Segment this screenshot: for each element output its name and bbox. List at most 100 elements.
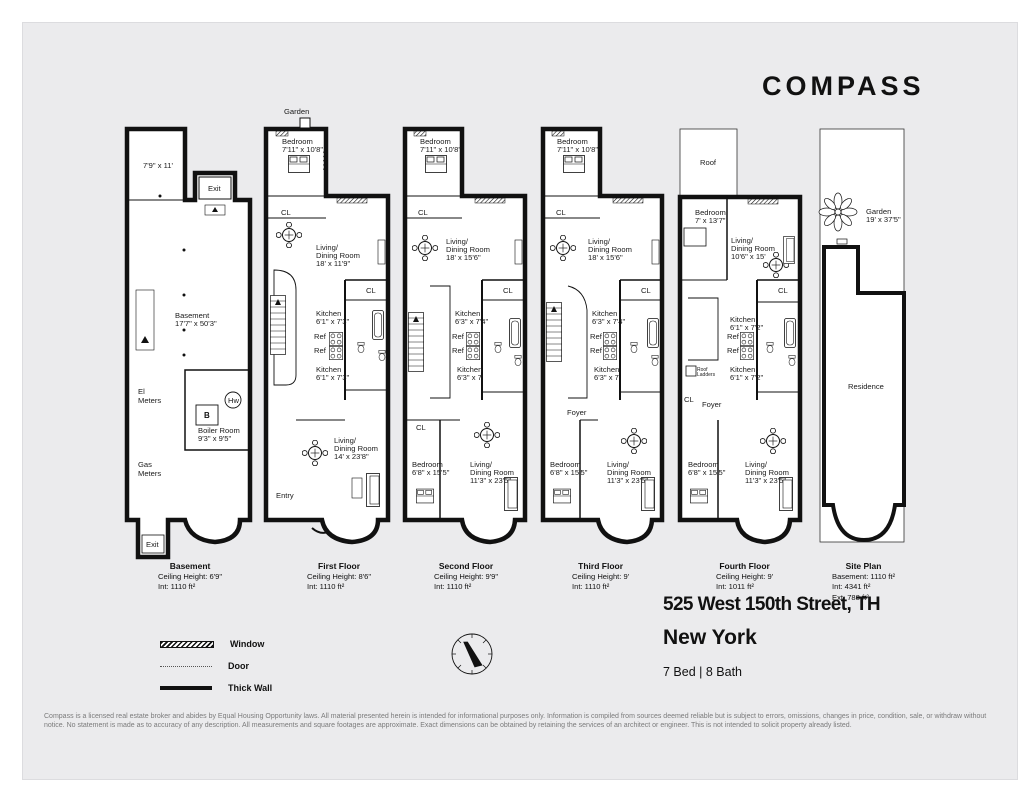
second-floor-room-label: Bedroom bbox=[420, 137, 451, 146]
floor-info-site-plan: Site Plan Basement: 1110 ft² Int: 4341 f… bbox=[832, 561, 895, 603]
basement-room-label: Meters bbox=[138, 469, 161, 478]
third-floor-room-label: 7'11" x 10'8" bbox=[557, 145, 598, 154]
site-plan-label: Residence bbox=[848, 382, 884, 391]
legend-door: Door bbox=[160, 659, 249, 673]
floor-info-basement: Basement Ceiling Height: 6'9" Int: 1110 … bbox=[158, 561, 222, 593]
first-floor-room-label: CL bbox=[366, 286, 376, 295]
basement-room-label: El bbox=[138, 387, 145, 396]
fourth-floor-room-label: CL bbox=[778, 286, 788, 295]
fourth-floor-room-label: Foyer bbox=[702, 400, 722, 409]
fourth-floor-room-label: Living/ bbox=[731, 236, 754, 245]
fourth-floor-room-label: Ref bbox=[727, 332, 740, 341]
site-plan-label: Garden bbox=[866, 207, 891, 216]
second-floor-room-label: 6'3" x 7'4" bbox=[455, 317, 489, 326]
basement-room-label: Hw bbox=[228, 396, 239, 405]
third-floor-room-label: Ref bbox=[590, 346, 603, 355]
third-floor-room-label: Foyer bbox=[567, 408, 587, 417]
fourth-floor-room-label: 6'1" x 7'2" bbox=[730, 373, 764, 382]
third-floor-room-label: Bedroom bbox=[557, 137, 588, 146]
second-floor-room-label: Kitchen bbox=[455, 309, 480, 318]
fourth-floor-room-label: Living/ bbox=[745, 460, 768, 469]
legend-wall-label: Thick Wall bbox=[228, 683, 273, 693]
first-floor-room-label: 18' x 11'9" bbox=[316, 259, 350, 268]
floor-info-third-floor: Third Floor Ceiling Height: 9' Int: 1110… bbox=[572, 561, 629, 593]
first-floor-room-label: Ref bbox=[314, 346, 327, 355]
floor-ceiling-height: Ceiling Height: 9' bbox=[716, 571, 774, 581]
thick-wall-swatch bbox=[160, 686, 212, 690]
fourth-floor-room-label: Bedroom bbox=[688, 460, 719, 469]
legend-door-label: Door bbox=[228, 661, 249, 671]
second-floor-room-label: 11'3" x 23'5" bbox=[470, 476, 511, 485]
basement-room-label: Meters bbox=[138, 396, 161, 405]
second-floor-room-label: Dining Room bbox=[470, 468, 514, 477]
third-floor-room-label: 6'3" x 7' bbox=[594, 373, 621, 382]
second-floor-plan: Bedroom 7'11" x 10'8" CL Living/ Dining … bbox=[402, 126, 528, 545]
basement-room-label: Exit bbox=[146, 540, 160, 549]
fourth-floor-room-label: 7' x 13'7" bbox=[695, 216, 726, 225]
floor-interior-area: Int: 1110 ft² bbox=[307, 582, 345, 591]
third-floor-room-label: 11'3" x 23'5" bbox=[607, 476, 648, 485]
third-floor-room-label: 18' x 15'6" bbox=[588, 253, 623, 262]
second-floor-room-label: Kitchen bbox=[457, 365, 482, 374]
basement-room-label: 17'7" x 50'3" bbox=[175, 319, 217, 328]
fourth-floor-room-label: Roof bbox=[697, 367, 708, 373]
window-hatch-swatch bbox=[160, 640, 214, 648]
third-floor-room-label: CL bbox=[556, 208, 566, 217]
basement-room-label: Exit bbox=[208, 184, 222, 193]
third-floor-plan: Bedroom 7'11" x 10'8" CL Living/ Dining … bbox=[540, 126, 665, 545]
first-floor-room-label: 14' x 23'8" bbox=[334, 452, 369, 461]
third-floor-room-label: Bedroom bbox=[550, 460, 581, 469]
legal-disclaimer: Compass is a licensed real estate broker… bbox=[44, 713, 987, 729]
floor-ceiling-height: Ceiling Height: 9'9" bbox=[434, 571, 499, 581]
first-floor-room-label: Kitchen bbox=[316, 309, 341, 318]
site-plan-label: 19' x 37'5" bbox=[866, 215, 901, 224]
first-floor-room-label: Kitchen bbox=[316, 365, 341, 374]
second-floor-room-label: Living/ bbox=[470, 460, 493, 469]
second-floor-room-label: CL bbox=[416, 423, 426, 432]
second-floor-room-label: Bedroom bbox=[412, 460, 443, 469]
fourth-floor-room-label: Kitchen bbox=[730, 315, 755, 324]
first-floor-plan: Garden Bedroom 7'11" x 10'8" CL Living/ … bbox=[263, 107, 391, 545]
first-floor-room-label: Dining Room bbox=[316, 251, 360, 260]
first-floor-room-label: 6'1" x 7'3" bbox=[316, 373, 350, 382]
fourth-floor-room-label: Kitchen bbox=[730, 365, 755, 374]
third-floor-room-label: Dining Room bbox=[588, 245, 632, 254]
floor-name: Second Floor bbox=[438, 561, 494, 571]
listing-city: New York bbox=[663, 626, 757, 649]
floor-ceiling-height: Ceiling Height: 8'6" bbox=[307, 571, 372, 581]
first-floor-room-label: CL bbox=[281, 208, 291, 217]
garden-flower-icon bbox=[818, 192, 858, 232]
third-floor-room-label: Living/ bbox=[607, 460, 630, 469]
floor-name: Basement bbox=[169, 561, 211, 571]
fourth-floor-room-label: CL bbox=[684, 395, 694, 404]
fourth-floor-room-label: 10'6" x 15' bbox=[731, 252, 766, 261]
floor-interior-area: Int: 1110 ft² bbox=[572, 582, 610, 591]
fourth-floor-room-label: 6'1" x 7'2" bbox=[730, 323, 764, 332]
door-line-swatch bbox=[160, 665, 212, 667]
floor-interior-area: Int: 1110 ft² bbox=[158, 582, 196, 591]
third-floor-room-label: Kitchen bbox=[594, 365, 619, 374]
first-floor-room-label: Bedroom bbox=[282, 137, 313, 146]
compass-logo: COMPASS bbox=[762, 71, 925, 101]
fourth-floor-room-label: Dining Room bbox=[745, 468, 789, 477]
legend-wall: Thick Wall bbox=[160, 681, 272, 695]
fourth-floor-room-label: Ref bbox=[727, 346, 740, 355]
floor-ceiling-height: Ceiling Height: 6'9" bbox=[158, 571, 223, 581]
first-floor-room-label: Ref bbox=[314, 332, 327, 341]
north-arrow-icon bbox=[451, 633, 493, 675]
first-floor-room-label: Living/ bbox=[316, 243, 339, 252]
first-floor-room-label: Garden bbox=[284, 107, 309, 116]
floor-name: Third Floor bbox=[578, 561, 624, 571]
basement-room-label: B bbox=[204, 411, 210, 420]
floor-name: First Floor bbox=[318, 561, 361, 571]
second-floor-room-label: Ref bbox=[452, 332, 465, 341]
floor-info-fourth-floor: Fourth Floor Ceiling Height: 9' Int: 101… bbox=[716, 561, 773, 593]
third-floor-room-label: 6'8" x 15'5" bbox=[550, 468, 588, 477]
third-floor-room-label: 6'3" x 7'4" bbox=[592, 317, 626, 326]
second-floor-room-label: 6'8" x 15'5" bbox=[412, 468, 450, 477]
second-floor-room-label: CL bbox=[503, 286, 513, 295]
floor-name: Fourth Floor bbox=[719, 561, 770, 571]
fourth-floor-room-label: Roof bbox=[700, 158, 717, 167]
first-floor-room-label: Living/ bbox=[334, 436, 357, 445]
